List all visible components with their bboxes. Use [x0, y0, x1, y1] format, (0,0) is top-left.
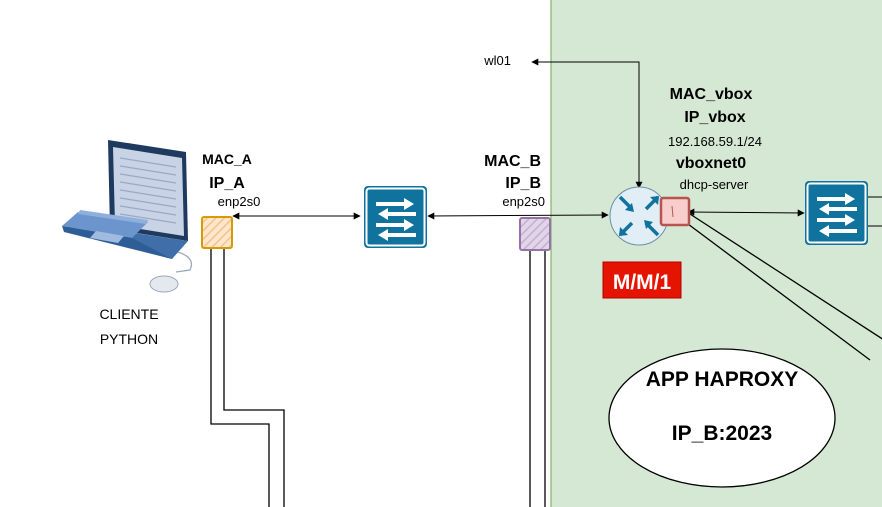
cable-vbox	[687, 213, 882, 361]
cliente-label-2: PYTHON	[100, 331, 158, 347]
switch-icon	[364, 186, 427, 248]
mac-vbox-label: MAC_vbox	[670, 86, 753, 103]
ip-a-label: IP_A	[209, 175, 245, 192]
port-a	[201, 216, 233, 249]
app-haproxy	[608, 348, 836, 488]
router-icon	[609, 186, 669, 246]
link-switch-b	[427, 211, 609, 220]
port-vbox-tick	[671, 205, 674, 218]
link-vbox-switch	[687, 208, 805, 217]
port-b	[519, 217, 551, 251]
enp-a-label: enp2s0	[218, 194, 261, 209]
cable-b	[529, 250, 546, 507]
link-router-wl01	[531, 58, 643, 189]
enp-b-label: enp2s0	[502, 194, 545, 209]
ip-b-label: IP_B	[505, 175, 541, 192]
wl01-label: wl01	[483, 53, 511, 68]
ip-vbox-label: IP_vbox	[684, 109, 745, 126]
cable-a	[210, 248, 285, 507]
mac-b-label: MAC_B	[484, 153, 541, 170]
mouse-icon	[149, 251, 193, 293]
app-haproxy-title: APP HAPROXY	[646, 368, 799, 391]
switch-icon-vbox	[805, 181, 868, 245]
queue-badge: M/M/1	[602, 261, 682, 299]
port-vbox	[659, 196, 691, 227]
queue-badge-text: M/M/1	[613, 271, 672, 294]
mac-a-label: MAC_A	[202, 151, 252, 167]
dhcp-server-label: dhcp-server	[680, 177, 749, 192]
app-haproxy-endpoint: IP_B:2023	[672, 422, 772, 445]
cliente-label-1: CLIENTE	[99, 306, 158, 322]
vboxnet0-label: vboxnet0	[676, 155, 746, 172]
laptop-icon	[62, 140, 188, 259]
ip-vbox-address: 192.168.59.1/24	[668, 134, 762, 149]
